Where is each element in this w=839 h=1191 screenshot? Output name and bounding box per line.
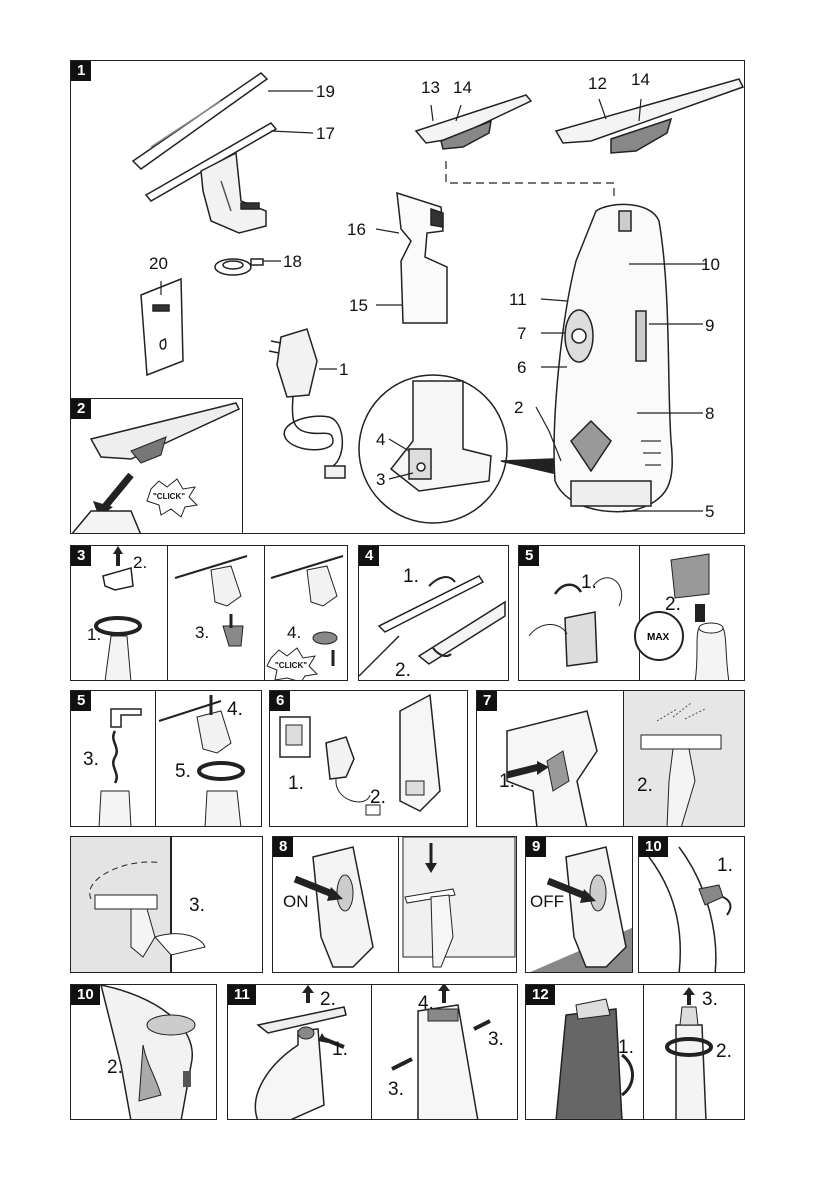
callout-9: 9 — [705, 316, 714, 335]
blade-insert-illustration: 1. 2. — [359, 546, 509, 681]
callout-20: 20 — [149, 254, 168, 273]
callout-14: 14 — [453, 78, 472, 97]
figure-4-blade-insert: 4 1. 2. — [358, 545, 509, 681]
step-3-label: 3. — [702, 989, 718, 1010]
spray-bottle-15-16 — [397, 193, 447, 323]
suction-nozzle-small-13 — [416, 95, 531, 149]
assemble-wiper-illustration: 2. 1. 3. 4. "CLICK" — [71, 546, 348, 681]
open-tank-illustration: 1. — [639, 837, 745, 973]
callout-10: 10 — [701, 255, 720, 274]
figure-3-assemble-wiper: 3 2. 1. 3. 4. "CLICK" — [70, 545, 348, 681]
figure-7-wipe-window: 7 3. — [70, 836, 263, 973]
step-1-label: 1. — [717, 855, 733, 876]
figure-10-open-tank: 10 1. — [638, 836, 745, 973]
step-1-label: 1. — [581, 572, 597, 593]
callout-7: 7 — [517, 324, 526, 343]
step-1-label: 1. — [288, 773, 304, 794]
remove-nozzle-illustration: 2. 1. 4. 3. 3. — [228, 985, 518, 1120]
callout-1: 1 — [339, 360, 348, 379]
step-1-label: 1. — [403, 566, 419, 587]
figure-5-fill-detergent: 5 1. MAX 2. — [518, 545, 745, 681]
figure-9-switch-off: 9 OFF — [525, 836, 633, 973]
figure-8-switch-on-vacuum: 8 ON — [272, 836, 517, 973]
callout-14: 14 — [631, 70, 650, 89]
switch-off-illustration: OFF — [526, 837, 633, 973]
step-4-label: 4. — [227, 699, 243, 720]
charging-illustration: 1. 2. — [270, 691, 468, 827]
figure-11-remove-nozzle: 11 2. 1. 4. 3. 3. — [227, 984, 518, 1120]
figure-12-remove-dirty-tank: 12 1. 3. 2. — [525, 984, 745, 1120]
callout-13: 13 — [421, 78, 440, 97]
max-marking: MAX — [647, 632, 670, 643]
callout-3: 3 — [376, 470, 385, 489]
callout-5: 5 — [705, 502, 714, 521]
lock-ring-18 — [215, 259, 263, 275]
click-sound-label: "CLICK" — [275, 661, 307, 670]
empty-tank-illustration: 2. — [71, 985, 217, 1120]
step-3-label: 3. — [189, 895, 205, 916]
detail-inset-circle — [359, 375, 553, 523]
dashed-connector — [446, 161, 614, 201]
step-2-label: 2. — [637, 775, 653, 796]
info-card-20 — [141, 279, 183, 375]
step-2-label: 2. — [395, 660, 411, 681]
step-3-label: 3. — [488, 1029, 504, 1050]
callout-2: 2 — [514, 398, 523, 417]
wipe-window-illustration: 3. — [71, 837, 263, 973]
callout-12: 12 — [588, 74, 607, 93]
step-1-label: 1. — [332, 1039, 348, 1060]
step-1-label: 1. — [87, 625, 101, 644]
fill-water-illustration: 3. 4. 5. — [71, 691, 262, 827]
step-2-label: 2. — [370, 787, 386, 808]
step-4-label: 4. — [287, 623, 301, 642]
step-2-label: 2. — [665, 594, 681, 615]
main-device-body — [554, 204, 672, 511]
fill-detergent-illustration: 1. MAX 2. — [519, 546, 745, 681]
step-3-label: 3. — [83, 749, 99, 770]
charger-1 — [269, 329, 345, 478]
remove-tank-illustration: 1. 3. 2. — [526, 985, 745, 1120]
callout-18: 18 — [283, 252, 302, 271]
step-4-label: 4. — [418, 993, 434, 1014]
step-1-label: 1. — [499, 771, 515, 792]
off-label: OFF — [530, 892, 564, 911]
figure-2-attach-nozzle: 2 "CLICK" — [70, 398, 243, 534]
suction-nozzle-large-12 — [556, 79, 743, 153]
callout-15: 15 — [349, 296, 368, 315]
attach-nozzle-illustration: "CLICK" — [71, 399, 243, 534]
figure-7-spray-window: 7 1. 2. — [476, 690, 745, 827]
click-sound-label: "CLICK" — [153, 492, 185, 501]
figure-10-empty-tank: 10 2. — [70, 984, 217, 1120]
switch-on-illustration: ON — [273, 837, 517, 973]
step-5-label: 5. — [175, 761, 191, 782]
spray-window-illustration: 1. 2. — [477, 691, 745, 827]
wiper-blade-19 — [133, 73, 267, 169]
callout-16: 16 — [347, 220, 366, 239]
callout-6: 6 — [517, 358, 526, 377]
figure-5-fill-water: 5 3. 4. 5. — [70, 690, 262, 827]
callout-8: 8 — [705, 404, 714, 423]
step-3-label: 3. — [195, 623, 209, 642]
step-2-label: 2. — [320, 989, 336, 1010]
step-3-label: 3. — [388, 1079, 404, 1100]
on-label: ON — [283, 892, 309, 911]
step-2-label: 2. — [107, 1057, 123, 1078]
callout-17: 17 — [316, 124, 335, 143]
callout-11: 11 — [509, 290, 527, 309]
step-1-label: 1. — [618, 1037, 634, 1058]
step-2-label: 2. — [716, 1041, 732, 1062]
callout-19: 19 — [316, 82, 335, 101]
callout-4: 4 — [376, 430, 385, 449]
figure-6-charging: 6 1. 2. — [269, 690, 468, 827]
step-2-label: 2. — [133, 553, 147, 572]
